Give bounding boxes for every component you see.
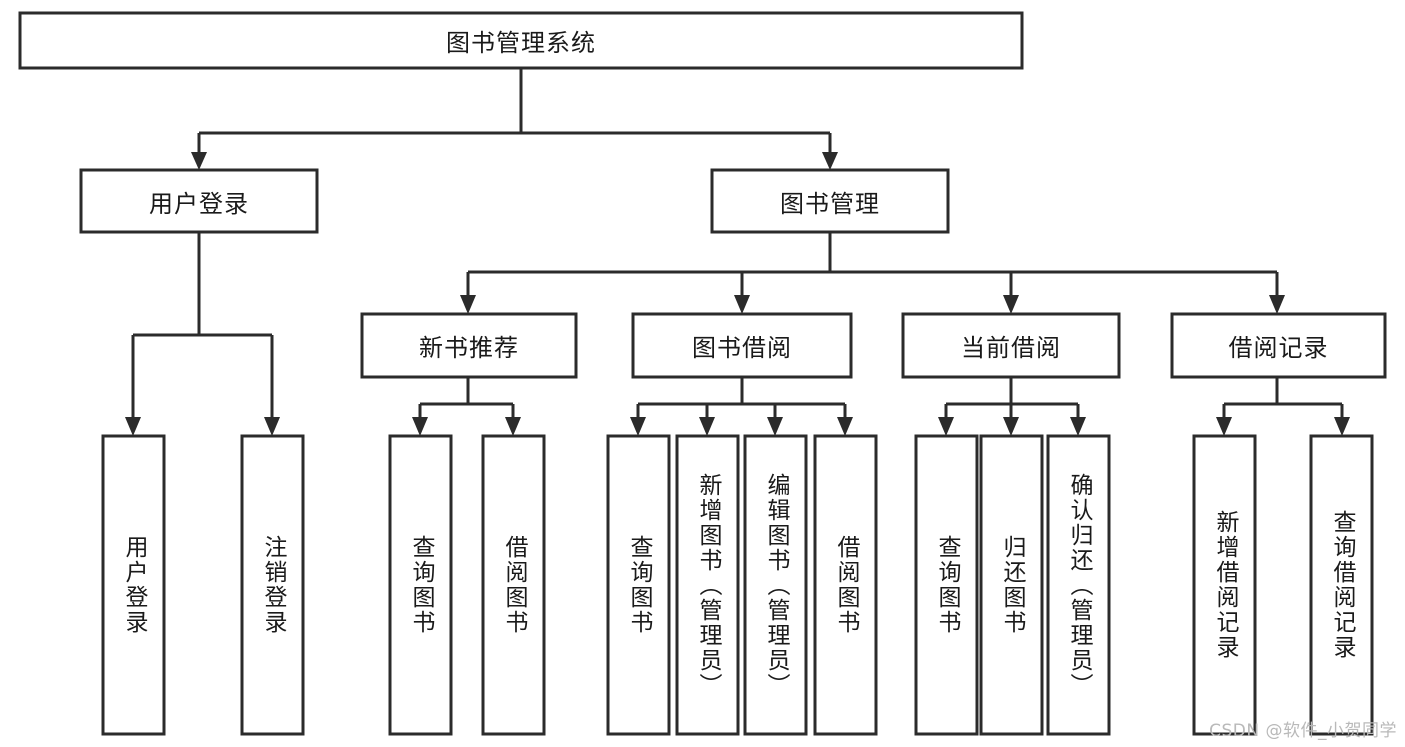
arrow-to-new-book-rec [460,295,476,314]
arrow-to-leaf-query-book-2 [630,417,646,436]
arrow-to-book-borrow [734,295,750,314]
node-leaf-query-book-3[interactable] [914,434,979,736]
node-new-book-rec[interactable] [360,312,578,379]
node-leaf-edit-book-admin[interactable] [743,434,808,736]
node-leaf-logout[interactable] [240,434,305,736]
arrow-to-book-mgmt [822,152,838,170]
arrow-to-current-borrow [1003,295,1019,314]
arrow-to-leaf-borrow-book-2 [837,417,853,436]
node-leaf-borrow-book-1[interactable] [481,434,546,736]
arrow-to-leaf-add-borrow-record [1216,417,1232,436]
arrow-to-leaf-add-book-admin [699,417,715,436]
node-layer [18,11,1387,736]
node-user-login[interactable] [79,168,319,234]
node-leaf-add-borrow-record[interactable] [1192,434,1257,736]
watermark: CSDN @软件_小贺同学 [1209,721,1397,741]
arrow-to-leaf-user-login [125,417,141,436]
node-leaf-user-login[interactable] [101,434,166,736]
node-leaf-confirm-return-admin[interactable] [1046,434,1111,736]
node-leaf-borrow-book-2[interactable] [813,434,878,736]
connector-layer [125,68,1350,436]
node-leaf-return-book[interactable] [979,434,1044,736]
arrow-to-leaf-confirm-return-admin [1070,417,1086,436]
arrow-to-user-login [191,152,207,170]
node-leaf-add-book-admin[interactable] [675,434,740,736]
arrow-to-borrow-record [1269,295,1285,314]
node-book-mgmt[interactable] [710,168,950,234]
arrow-to-leaf-logout [264,417,280,436]
node-leaf-query-book-2[interactable] [606,434,671,736]
arrow-to-leaf-query-book-3 [938,417,954,436]
node-leaf-query-book-1[interactable] [388,434,453,736]
node-leaf-query-borrow-record[interactable] [1309,434,1374,736]
arrow-to-leaf-return-book [1003,417,1019,436]
arrow-to-leaf-borrow-book-1 [505,417,521,436]
node-borrow-record[interactable] [1170,312,1387,379]
node-root[interactable] [18,11,1024,70]
arrow-to-leaf-query-borrow-record [1334,417,1350,436]
node-book-borrow[interactable] [631,312,853,379]
node-current-borrow[interactable] [901,312,1121,379]
arrow-to-leaf-edit-book-admin [767,417,783,436]
arrow-to-leaf-query-book-1 [412,417,428,436]
